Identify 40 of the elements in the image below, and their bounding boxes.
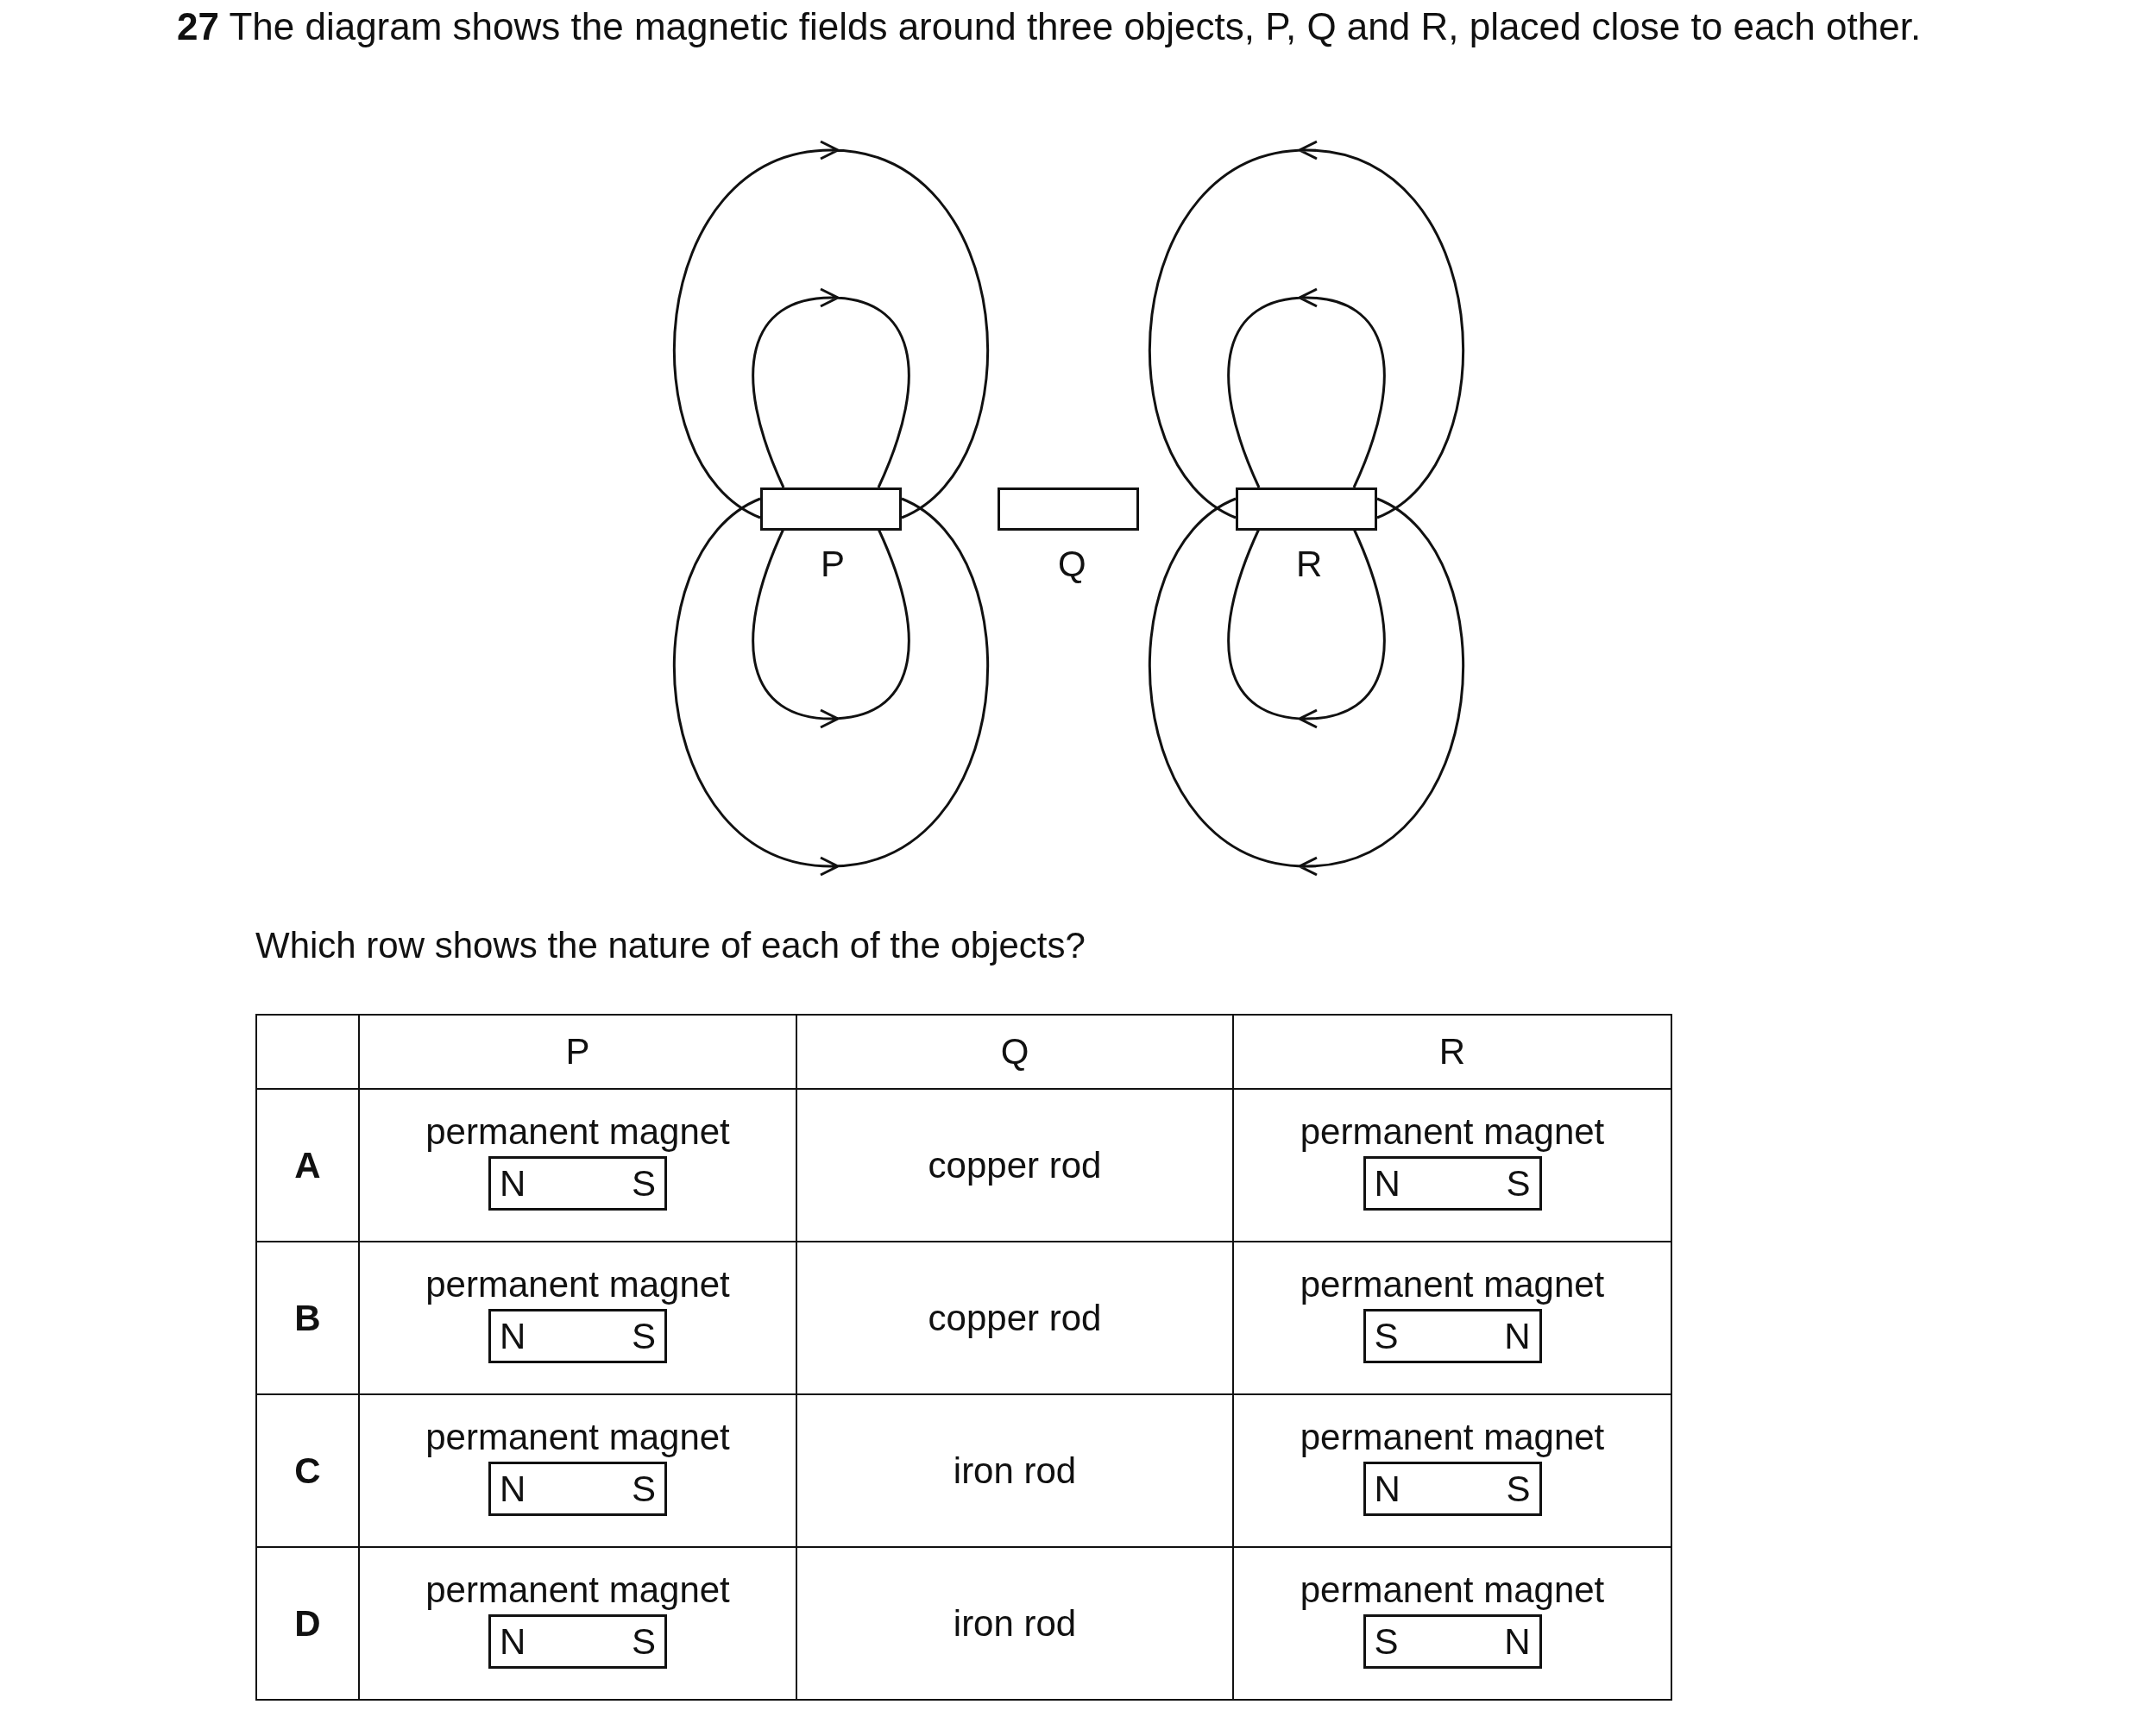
pole-label: N: [1374, 1469, 1400, 1509]
object-label: R: [1296, 544, 1323, 584]
pole-label: N: [1504, 1317, 1531, 1356]
pole-label: N: [500, 1317, 526, 1356]
cell-text: permanent magnet: [425, 1417, 730, 1458]
pole-label: S: [632, 1164, 656, 1204]
pole-label: S: [1374, 1622, 1399, 1662]
pole-label: S: [632, 1317, 656, 1356]
cell-text: permanent magnet: [425, 1111, 730, 1153]
option-letter: D: [294, 1602, 321, 1644]
pole-label: S: [632, 1622, 656, 1662]
pole-label: N: [500, 1622, 526, 1662]
cell-text: permanent magnet: [1300, 1264, 1605, 1305]
pole-label: N: [500, 1164, 526, 1204]
column-header: Q: [1000, 1031, 1029, 1072]
pole-label: N: [1374, 1164, 1400, 1204]
cell-text: permanent magnet: [1300, 1569, 1605, 1611]
cell-text: iron rod: [953, 1602, 1077, 1644]
cell-text: permanent magnet: [1300, 1111, 1605, 1153]
cell-text: iron rod: [953, 1450, 1077, 1491]
column-header: P: [565, 1031, 590, 1072]
question-text: Which row shows the nature of each of the objects?: [255, 925, 1086, 966]
cell-text: copper rod: [928, 1297, 1102, 1338]
column-header: R: [1438, 1031, 1466, 1072]
option-letter: B: [294, 1297, 321, 1338]
pole-label: S: [1506, 1469, 1531, 1509]
object-label: Q: [1058, 544, 1086, 584]
cell-text: copper rod: [928, 1144, 1102, 1186]
option-letter: C: [294, 1450, 321, 1491]
pole-label: S: [632, 1469, 656, 1509]
pole-label: S: [1374, 1317, 1399, 1356]
cell-text: permanent magnet: [425, 1264, 730, 1305]
object-label: P: [821, 544, 845, 584]
cell-text: permanent magnet: [1300, 1417, 1605, 1458]
question-text: 27 The diagram shows the magnetic fields around three objects, P, Q and R, placed close to each other.: [177, 5, 1923, 48]
pole-label: S: [1506, 1164, 1531, 1204]
option-letter: A: [294, 1144, 321, 1186]
pole-label: N: [500, 1469, 526, 1509]
cell-text: permanent magnet: [425, 1569, 730, 1611]
pole-label: N: [1504, 1622, 1531, 1662]
